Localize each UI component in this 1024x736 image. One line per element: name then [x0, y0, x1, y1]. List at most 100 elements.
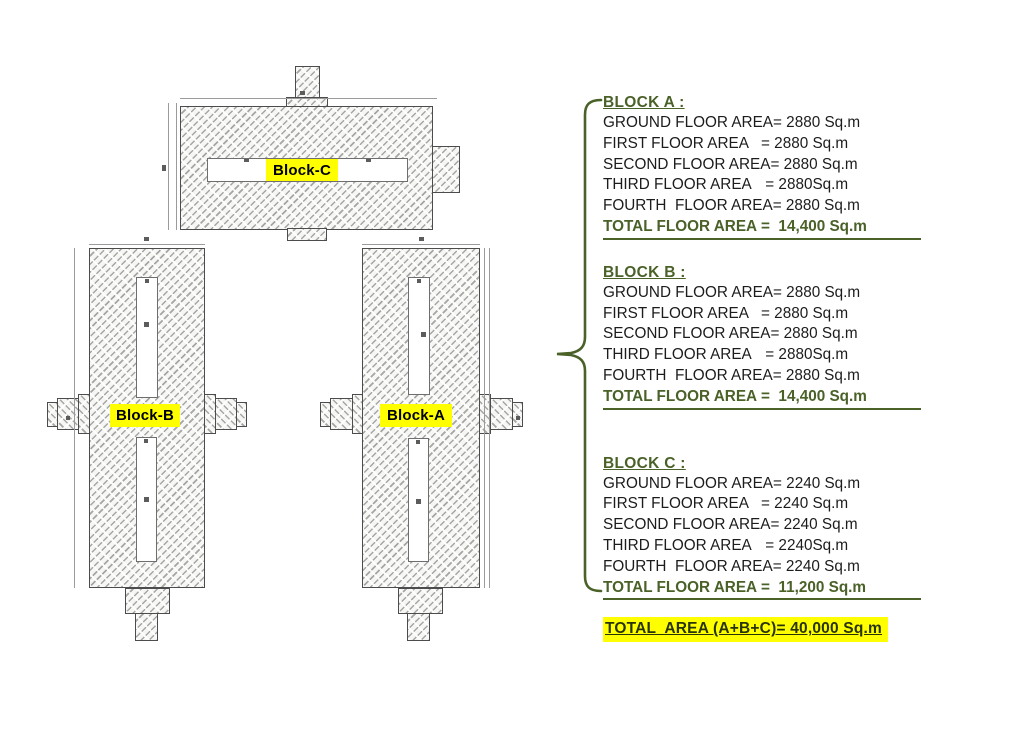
block-c-dimension-left-outer [168, 103, 169, 230]
floor-value: = 2880 Sq.m [773, 114, 861, 131]
floor-area-row: FIRST FLOOR AREA = 2240 Sq.m [603, 494, 921, 515]
floor-value: = 2880 Sq.m [761, 134, 849, 152]
block-b-right-wing [215, 398, 237, 430]
block-b-wing-mark [66, 416, 70, 420]
floor-area-row: FOURTH FLOOR AREA= 2240 Sq.m [603, 557, 921, 578]
block-a-dimension-right-inner [484, 248, 485, 588]
block-a-corridor-top [408, 277, 430, 395]
floor-area-row: GROUND FLOOR AREA= 2880 Sq.m [603, 283, 921, 304]
floor-value: = 2240Sq.m [761, 536, 849, 554]
grand-total-banner: TOTAL AREA (A+B+C)= 40,000 Sq.m [603, 617, 889, 643]
block-b-bottom-step-1 [125, 588, 170, 614]
floor-label: SECOND FLOOR AREA [603, 325, 771, 343]
block-c-total-row: TOTAL FLOOR AREA= 11,200 Sq.m [603, 578, 921, 601]
block-b-summary-title: BLOCK B : [603, 263, 686, 281]
floor-label: THIRD FLOOR AREA [603, 346, 752, 364]
floor-value: = 2880Sq.m [761, 176, 849, 194]
block-c-dimension-left-inner [176, 103, 177, 230]
total-value: = 11,200 Sq.m [761, 578, 867, 596]
block-c-bottom-tab [287, 228, 327, 241]
block-c-dimension-text-mark [300, 91, 305, 95]
block-b-corridor-top [136, 277, 158, 398]
total-value: = 14,400 Sq.m [761, 217, 867, 235]
floor-value: = 2880 Sq.m [770, 325, 858, 343]
block-a-dimension-top [362, 244, 480, 245]
floor-area-row: GROUND FLOOR AREA= 2880 Sq.m [603, 113, 921, 134]
block-b-floor-rows: GROUND FLOOR AREA= 2880 Sq.m FIRST FLOOR… [603, 283, 921, 387]
block-a-total-row: TOTAL FLOOR AREA= 14,400 Sq.m [603, 217, 921, 240]
floor-value: = 2880 Sq.m [772, 366, 860, 384]
block-b-corridor-top-tick [145, 279, 149, 283]
floor-label: GROUND FLOOR AREA [603, 283, 773, 301]
block-b-label: Block-B [110, 404, 180, 427]
block-b-dimension-left [74, 248, 75, 588]
floor-label: FIRST FLOOR AREA [603, 304, 749, 322]
block-c-right-bump [432, 146, 460, 193]
floor-area-row: THIRD FLOOR AREA = 2880Sq.m [603, 175, 921, 196]
floor-value: = 2880 Sq.m [770, 155, 858, 173]
block-c-corridor-mark-right [366, 159, 371, 162]
block-c-summary: BLOCK C : GROUND FLOOR AREA= 2240 Sq.m F… [603, 453, 921, 601]
floor-label: FOURTH FLOOR AREA [603, 557, 773, 575]
block-a-summary: BLOCK A : GROUND FLOOR AREA= 2880 Sq.m F… [603, 92, 921, 240]
floor-area-row: FIRST FLOOR AREA= 2880 Sq.m [603, 304, 921, 325]
block-b-summary: BLOCK B : GROUND FLOOR AREA= 2880 Sq.m F… [603, 262, 921, 410]
floor-label: THIRD FLOOR AREA [603, 176, 752, 194]
total-label: TOTAL FLOOR AREA [603, 387, 758, 405]
floor-label: SECOND FLOOR AREA [603, 516, 771, 534]
floor-area-row: FOURTH FLOOR AREA= 2880 Sq.m [603, 366, 921, 387]
block-a-label: Block-A [380, 404, 452, 427]
block-c-floor-rows: GROUND FLOOR AREA= 2240 Sq.m FIRST FLOOR… [603, 474, 921, 578]
block-a-corridor-bottom-tick [416, 440, 420, 444]
floor-value: = 2240 Sq.m [770, 516, 858, 534]
block-c-top-tab [295, 66, 320, 99]
floor-value: = 2240 Sq.m [772, 557, 860, 575]
block-b-total-row: TOTAL FLOOR AREA= 14,400 Sq.m [603, 387, 921, 410]
area-summary: BLOCK A : GROUND FLOOR AREA= 2880 Sq.m F… [603, 92, 921, 643]
floor-area-row: THIRD FLOOR AREA = 2880Sq.m [603, 345, 921, 366]
floor-label: FIRST FLOOR AREA [603, 134, 749, 152]
floor-label: FIRST FLOOR AREA [603, 495, 749, 513]
floor-value: = 2880 Sq.m [773, 283, 861, 301]
floor-value: = 2880 Sq.m [772, 197, 860, 215]
block-a-dimension-right-outer [489, 248, 490, 588]
block-a-floor-rows: GROUND FLOOR AREA= 2880 Sq.m FIRST FLOOR… [603, 113, 921, 217]
block-b-bottom-step-2 [135, 613, 158, 641]
block-a-left-wing-connector [352, 394, 363, 434]
floor-area-row: THIRD FLOOR AREA = 2240Sq.m [603, 536, 921, 557]
block-b-left-wing-tip [47, 402, 58, 427]
brace-icon [556, 98, 603, 593]
floor-label: FOURTH FLOOR AREA [603, 366, 773, 384]
block-b-dimension-top [89, 244, 205, 245]
total-value: = 14,400 Sq.m [761, 387, 867, 405]
block-a-corridor-top-tick [417, 279, 421, 283]
block-a-right-wing-tip [512, 402, 523, 427]
floor-area-row: GROUND FLOOR AREA= 2240 Sq.m [603, 474, 921, 495]
total-label: TOTAL FLOOR AREA [603, 578, 758, 596]
floor-area-row: FOURTH FLOOR AREA= 2880 Sq.m [603, 196, 921, 217]
floor-label: SECOND FLOOR AREA [603, 155, 771, 173]
floor-value: = 2240 Sq.m [761, 495, 849, 513]
floor-area-row: FIRST FLOOR AREA = 2880 Sq.m [603, 134, 921, 155]
floor-area-row: SECOND FLOOR AREA= 2240 Sq.m [603, 515, 921, 536]
total-label: TOTAL FLOOR AREA [603, 217, 758, 235]
floor-label: GROUND FLOOR AREA [603, 474, 773, 492]
block-a-wing-mark [516, 416, 520, 420]
block-c-summary-title: BLOCK C : [603, 454, 686, 472]
block-b-left-wing [57, 398, 79, 430]
block-b-corridor-bottom-midmark [144, 497, 149, 502]
block-c-left-dim-mark [162, 165, 166, 171]
block-a-bottom-step-2 [407, 613, 430, 641]
block-c-dimension-top [180, 98, 437, 99]
block-a-top-dim-mark [419, 237, 424, 241]
block-a-corridor-bottom-midmark [416, 499, 421, 504]
floor-label: GROUND FLOOR AREA [603, 114, 773, 131]
floor-label: FOURTH FLOOR AREA [603, 197, 773, 215]
block-b-top-dim-mark [144, 237, 149, 241]
floor-area-row: SECOND FLOOR AREA= 2880 Sq.m [603, 324, 921, 345]
block-c-label: Block-C [266, 159, 338, 181]
block-a-bottom-step-1 [398, 588, 443, 614]
block-b-corridor-top-midmark [144, 322, 149, 327]
block-b-right-wing-tip [236, 402, 247, 427]
